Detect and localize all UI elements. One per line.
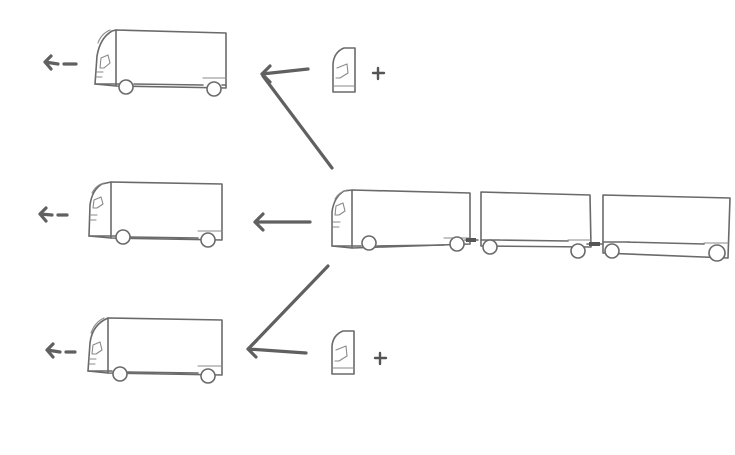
truck-top-chassis (94, 83, 227, 86)
road-train (331, 189, 731, 262)
road-train-coupling-1-bar (466, 238, 476, 242)
road-train-trailer-2-chassis (602, 241, 705, 245)
road-train-cab-window (334, 202, 346, 216)
edge-road-train-to-truck-top (261, 74, 334, 170)
truck-top-cab-window (99, 54, 111, 69)
plus-bottom (373, 351, 388, 366)
road-train-coupling-2-bar (589, 242, 600, 246)
road-train-trailer-2-wheel-front (604, 243, 620, 259)
truck-bottom-direction-arrow (45, 342, 77, 359)
truck-top-wheel-rear (206, 81, 222, 97)
road-train-lead-wheel-rear (449, 236, 465, 252)
truck-bottom-wheel-rear (200, 368, 216, 384)
road-train-cab-roof (334, 189, 348, 200)
road-train-lead-box (351, 189, 471, 249)
road-train-trailer-1-wheel-front (482, 239, 498, 255)
cab-icon (331, 330, 355, 375)
arrow-icon (260, 64, 310, 84)
truck-middle-cab-grill (89, 214, 98, 221)
edge-cab-top-to-truck-top (260, 64, 310, 84)
truck-bottom-cab (87, 317, 109, 374)
edge-cab-bottom-to-truck-bottom (246, 339, 308, 359)
road-train-trailer-1-wheel-rear (570, 243, 586, 259)
truck-middle-cargo-box (110, 181, 223, 241)
truck-top-cargo-box (115, 29, 227, 89)
truck-top-cab (94, 29, 117, 87)
truck-middle (88, 181, 223, 248)
road-train-cab-grill (332, 221, 341, 228)
truck-bottom-cab-grill (88, 358, 97, 365)
edge-road-train-to-truck-middle (253, 212, 312, 232)
truck-top-cab-grill (95, 71, 104, 78)
plus-top (371, 66, 386, 81)
road-train-lead-chassis (331, 244, 445, 247)
truck-bottom-cab-visor (90, 317, 105, 334)
truck-top-wheel-front (118, 79, 134, 95)
road-train-trailer-1 (480, 191, 592, 248)
road-train-trailer-2 (602, 194, 731, 259)
arrow-icon (253, 212, 312, 232)
truck-top (94, 29, 227, 97)
direction-arrow-icon (45, 342, 77, 359)
truck-middle-wheel-rear (200, 232, 216, 248)
plus-icon (371, 66, 386, 81)
arrow-icon (246, 339, 308, 359)
truck-top-direction-arrow (43, 54, 78, 71)
truck-bottom-cab-window (91, 341, 103, 355)
edge-road-train-to-truck-bottom (250, 264, 330, 347)
truck-middle-wheel-front (115, 229, 131, 245)
truck-middle-cab-roof (91, 182, 105, 194)
cab-top-window (335, 63, 349, 79)
truck-top-cab-visor (97, 29, 111, 44)
truck-middle-chassis (88, 235, 199, 239)
arrow-icon (261, 74, 334, 170)
truck-middle-cab (88, 181, 112, 239)
truck-bottom-cargo-box (107, 317, 223, 376)
truck-bottom-chassis (87, 370, 199, 374)
road-train-trailer-2-wheel-rear (708, 244, 726, 262)
plus-icon (373, 351, 388, 366)
road-train-lead-wheel-front (361, 235, 377, 251)
truck-middle-cab-window (92, 196, 104, 209)
truck-bottom-wheel-front (112, 366, 128, 382)
arrow-icon (250, 264, 330, 347)
direction-arrow-icon (38, 206, 69, 223)
direction-arrow-icon (43, 54, 78, 71)
cab-icon (332, 47, 356, 93)
truck-bottom (87, 317, 223, 384)
cab-top (332, 47, 356, 93)
cab-bottom (331, 330, 355, 375)
cab-bottom-window (334, 345, 348, 362)
truck-middle-direction-arrow (38, 206, 69, 223)
